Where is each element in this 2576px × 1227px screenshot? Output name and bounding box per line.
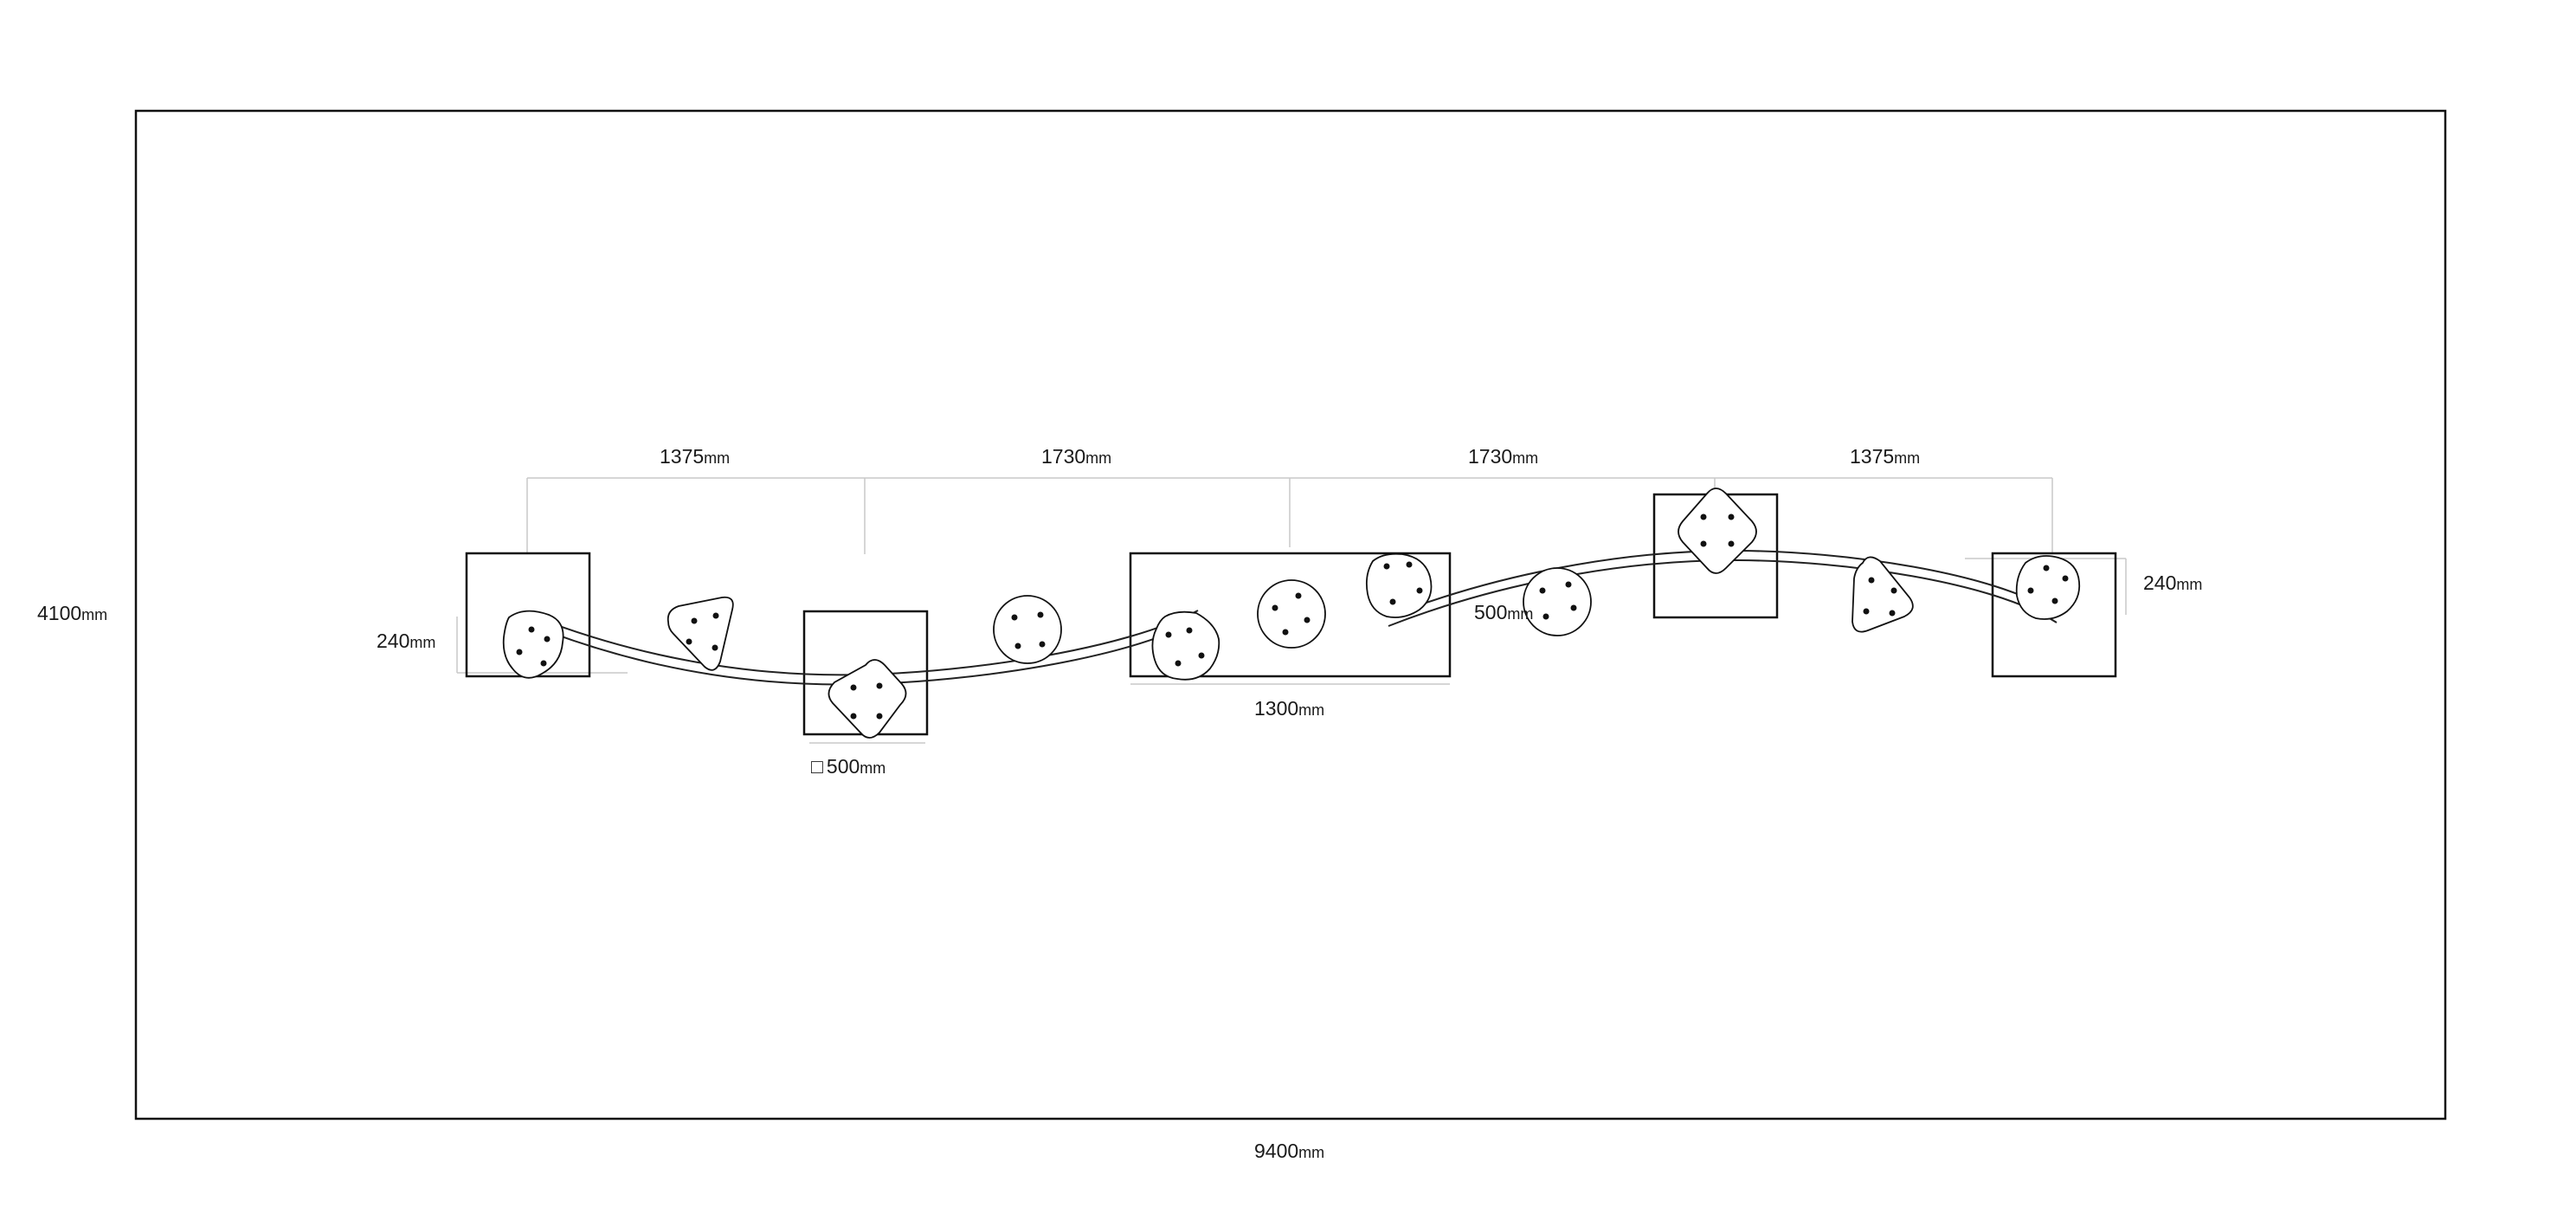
holds	[502, 488, 2081, 739]
hold-triangle-2	[1852, 556, 1914, 633]
spacing-label-4: 1375mm	[1850, 445, 1920, 468]
box-3-long	[1129, 552, 1452, 678]
hold-diamond-1	[828, 659, 907, 739]
outer-frame	[134, 109, 2447, 1120]
spacing-label-3: 1730mm	[1468, 445, 1538, 468]
hold-triangle-1	[667, 596, 734, 671]
overall-height-label: 4100mm	[37, 602, 107, 624]
long-box-length-label: 1300mm	[1254, 697, 1324, 720]
right-offset-label: 240mm	[2143, 572, 2202, 594]
hold-round-3	[1523, 567, 1592, 636]
spacing-dimension-lines	[526, 477, 2053, 554]
hold-size-label: 500mm	[1474, 601, 1533, 623]
spacing-label-2: 1730mm	[1041, 445, 1111, 468]
hold-pentagon-4	[2015, 555, 2081, 620]
left-offset-label: 240mm	[377, 630, 435, 652]
hold-round-2	[1257, 579, 1326, 649]
hold-pentagon-3	[1365, 552, 1433, 618]
hold-round-1	[993, 595, 1062, 664]
hold-diamond-2	[1678, 488, 1757, 574]
hold-pentagon-2	[1151, 610, 1220, 681]
overall-width-label: 9400mm	[1254, 1140, 1324, 1162]
hold-pentagon-1	[502, 610, 564, 679]
square-size-label: □500mm	[811, 755, 886, 778]
box-5	[1991, 552, 2117, 678]
spacing-label-1: 1375mm	[660, 445, 730, 468]
